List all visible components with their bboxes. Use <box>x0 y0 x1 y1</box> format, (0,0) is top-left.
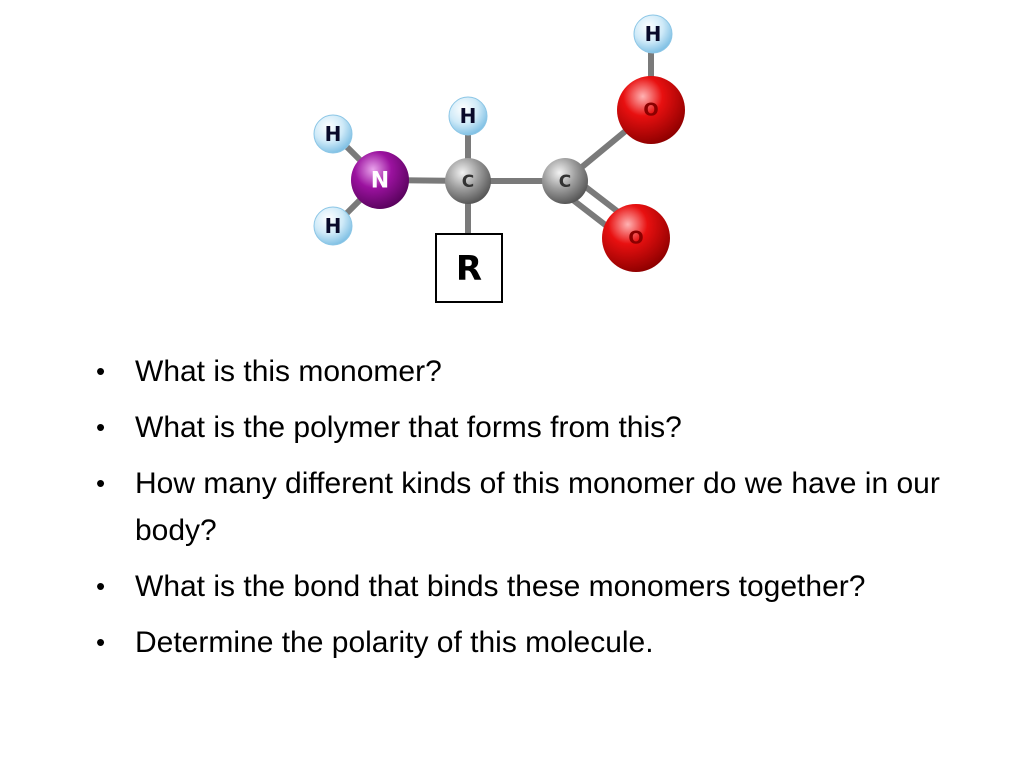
svg-text:O: O <box>643 100 658 121</box>
atom-carbon-alpha: C <box>445 158 491 204</box>
question-text: How many different kinds of this monomer… <box>135 467 940 547</box>
question-item: • What is the bond that binds these mono… <box>96 563 976 610</box>
question-item: • What is this monomer? <box>96 348 976 395</box>
question-item: • What is the polymer that forms from th… <box>96 404 976 451</box>
bullet-icon: • <box>96 468 106 498</box>
side-chain-box <box>435 233 503 303</box>
bonds <box>331 31 654 247</box>
bullet-icon: • <box>96 627 106 657</box>
question-text: What is the polymer that forms from this… <box>135 411 682 444</box>
atom-hydrogen-amine-upper: H <box>313 114 353 154</box>
svg-text:H: H <box>325 214 342 238</box>
svg-text:C: C <box>559 172 571 192</box>
atom-hydrogen-amine-lower: H <box>313 206 353 246</box>
atom-oxygen-hydroxyl: O <box>617 76 685 144</box>
atom-nitrogen: N <box>351 151 409 209</box>
bullet-icon: • <box>96 412 106 442</box>
svg-text:H: H <box>645 22 662 46</box>
svg-text:N: N <box>371 169 389 194</box>
bullet-icon: • <box>96 571 106 601</box>
amino-acid-diagram: R H H H H N C C <box>313 14 685 303</box>
atom-carbon-carboxyl: C <box>542 158 588 204</box>
atom-oxygen-carbonyl: O <box>602 204 670 272</box>
atom-hydrogen-alpha: H <box>448 96 488 136</box>
question-item: • How many different kinds of this monom… <box>96 460 976 554</box>
atom-hydrogen-top: H <box>633 14 673 54</box>
question-list: • What is this monomer? • What is the po… <box>96 348 976 675</box>
side-chain-label: R <box>456 249 482 289</box>
svg-text:C: C <box>462 172 474 192</box>
svg-text:H: H <box>460 104 477 128</box>
svg-text:H: H <box>325 122 342 146</box>
question-text: Determine the polarity of this molecule. <box>135 626 654 659</box>
svg-text:O: O <box>628 228 643 249</box>
question-item: • Determine the polarity of this molecul… <box>96 619 976 666</box>
question-text: What is this monomer? <box>135 355 442 388</box>
bullet-icon: • <box>96 356 106 386</box>
question-text: What is the bond that binds these monome… <box>135 570 866 603</box>
